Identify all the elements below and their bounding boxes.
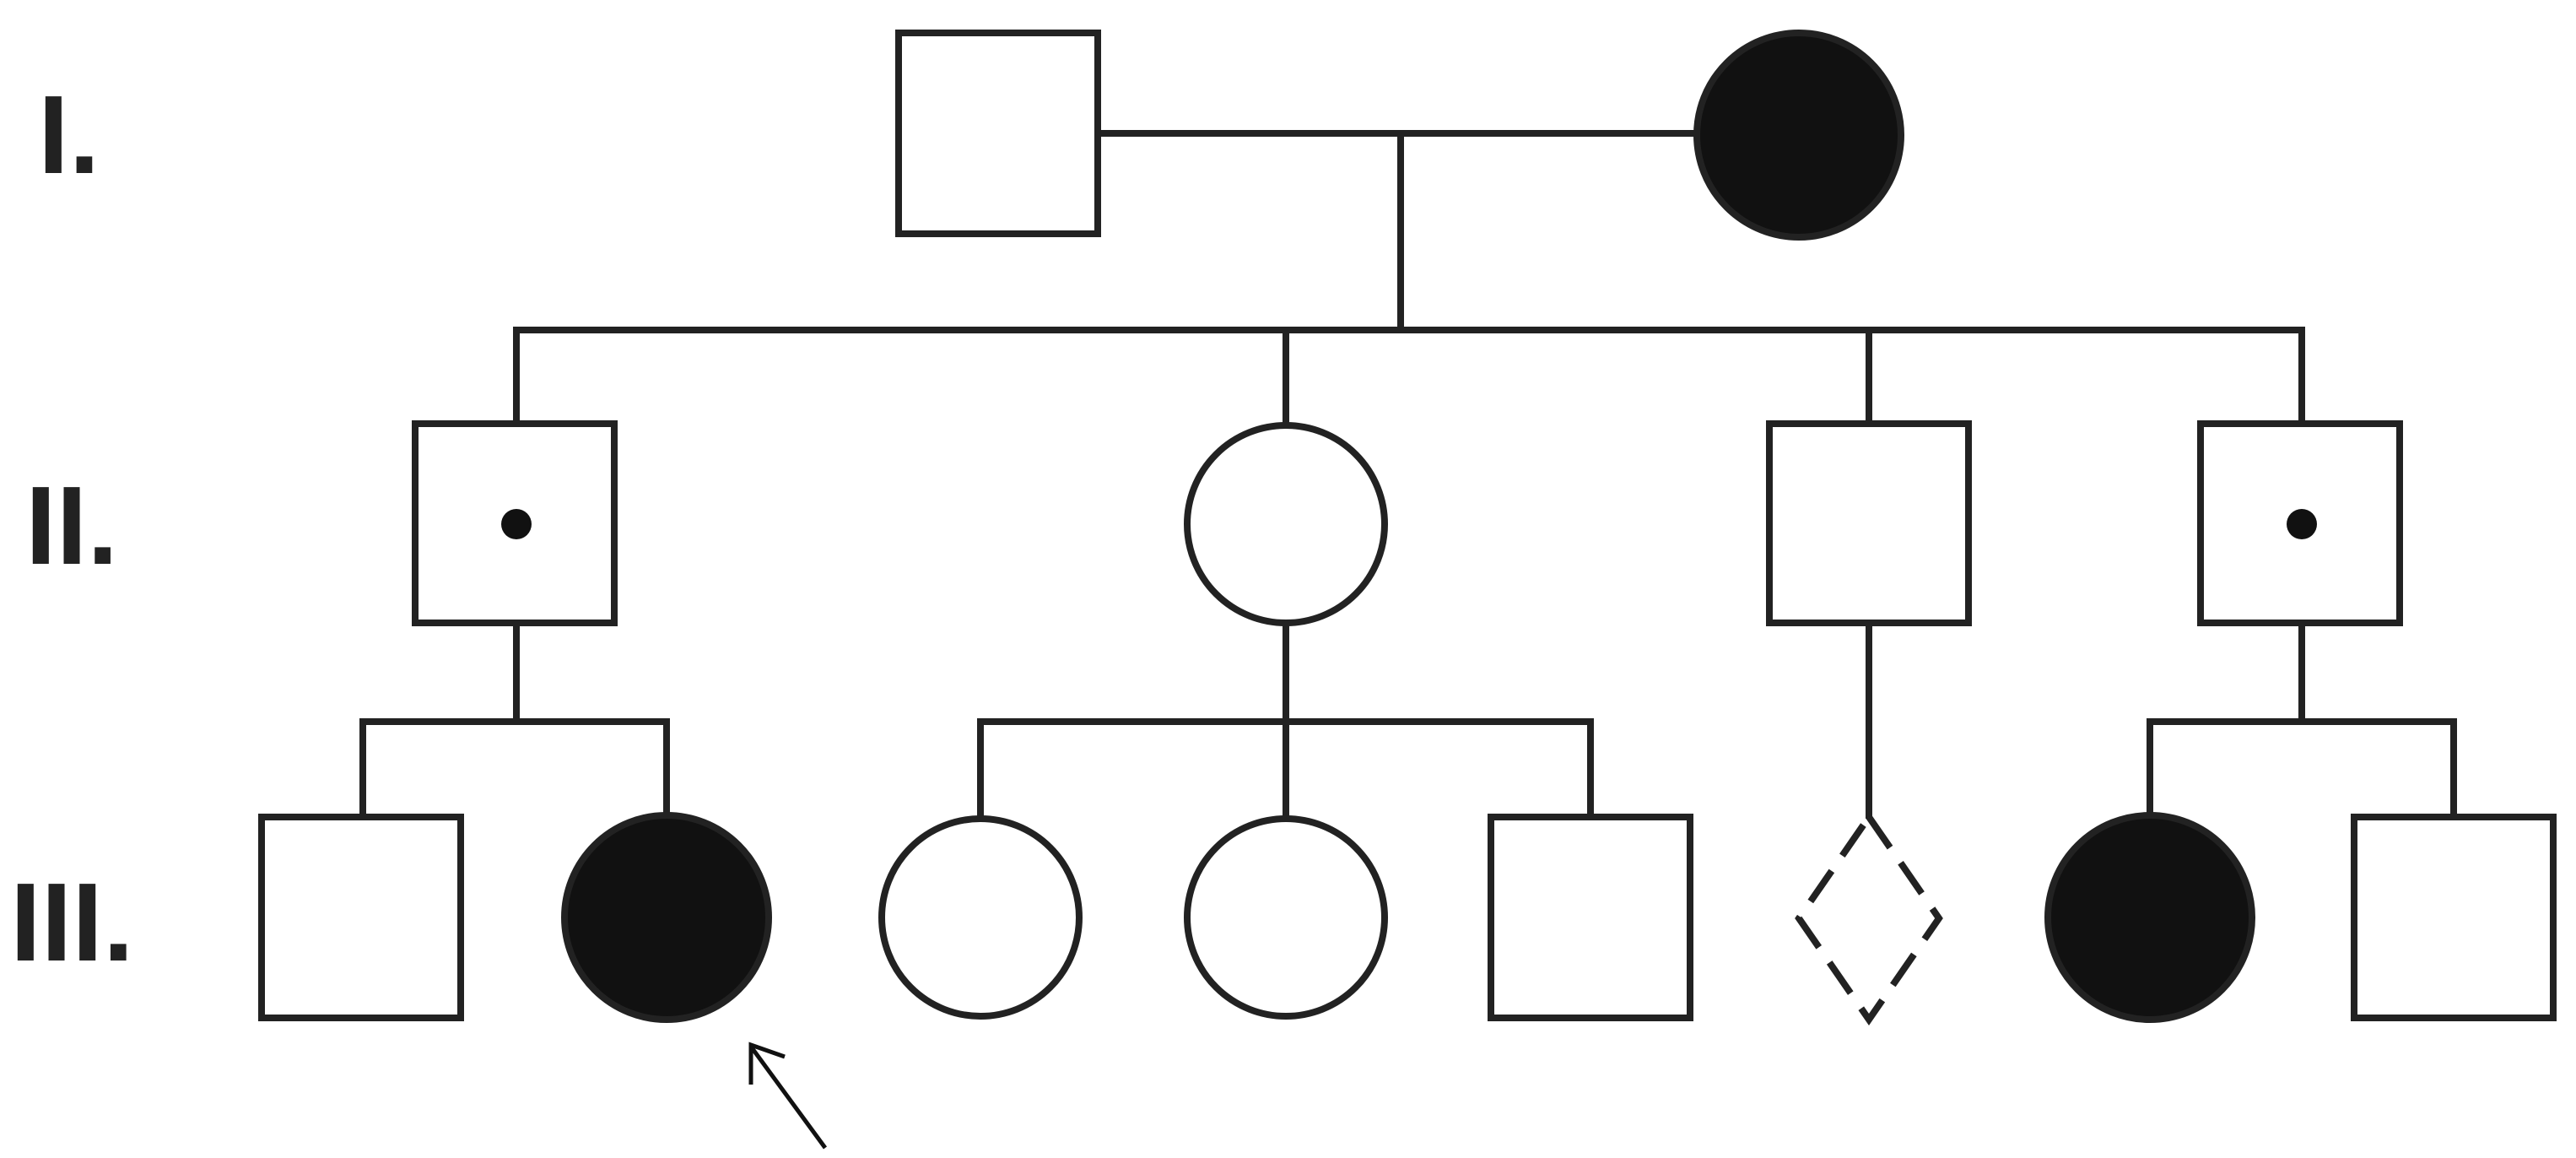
individual-iii-8-male-unaffected bbox=[2351, 814, 2557, 1021]
proband-arrow-icon bbox=[748, 1042, 828, 1150]
individual-iii-2-female-affected-proband bbox=[561, 812, 772, 1023]
individual-ii-1-male-carrier bbox=[412, 420, 618, 626]
carrier-dot-ii-4 bbox=[2287, 509, 2317, 539]
individual-i-1-male-unaffected bbox=[895, 30, 1101, 237]
individual-iii-1-male-unaffected bbox=[258, 814, 464, 1021]
individual-ii-2-female-unaffected bbox=[1184, 422, 1388, 626]
individual-i-2-female-affected bbox=[1693, 30, 1904, 241]
carrier-dot-ii-1 bbox=[501, 509, 532, 539]
individual-ii-3-male-unaffected bbox=[1766, 420, 1972, 626]
individual-iii-5-male-unaffected bbox=[1488, 814, 1693, 1021]
individual-iii-3-female-unaffected bbox=[878, 815, 1083, 1020]
individual-iii-6-unknown-sex-diamond bbox=[1795, 810, 1943, 1026]
individual-iii-4-female-unaffected bbox=[1184, 815, 1388, 1020]
generation-label-i: I. bbox=[38, 73, 100, 197]
individual-iii-7-female-affected bbox=[2044, 812, 2255, 1023]
generation-label-ii: II. bbox=[25, 463, 118, 587]
generation-label-iii: III. bbox=[10, 860, 134, 984]
